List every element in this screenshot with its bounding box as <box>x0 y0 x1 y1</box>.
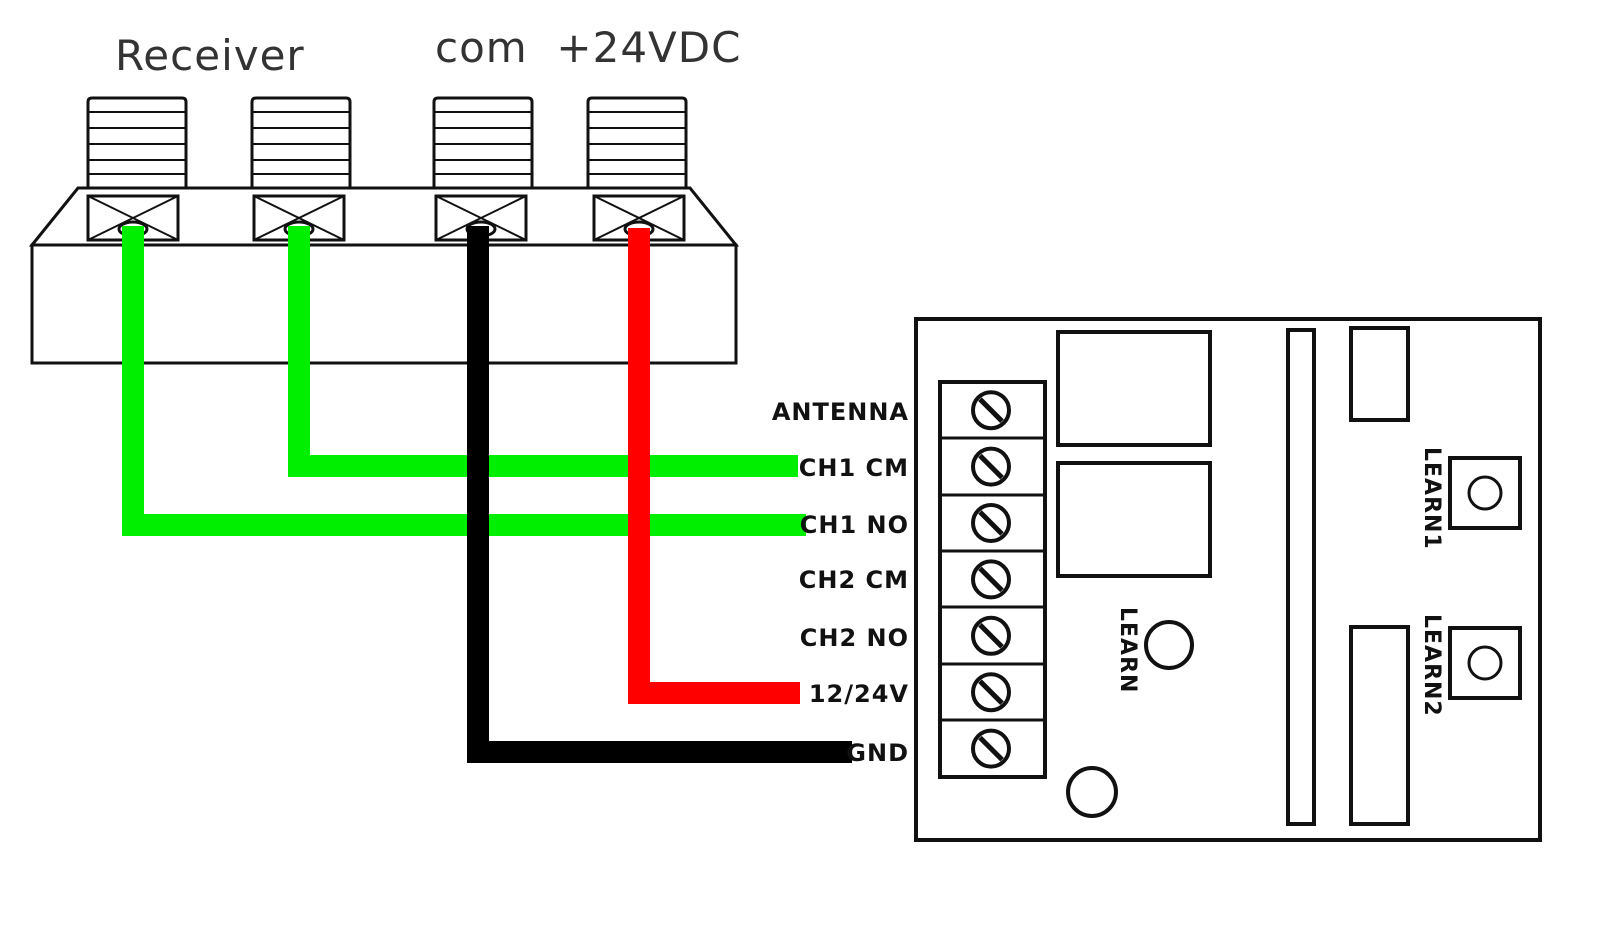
relay-board: LEARN LEARN1 LEARN2 <box>914 317 1542 842</box>
terminal-label-antenna: ANTENNA <box>772 398 909 426</box>
indicator-led <box>1066 766 1118 818</box>
board-screw-slot <box>978 623 1004 649</box>
relay-2 <box>1056 461 1212 578</box>
terminal-labels: ANTENNA CH1 CM CH1 NO CH2 CM CH2 NO 12/2… <box>772 398 909 767</box>
receiver-label: Receiver <box>115 31 305 80</box>
board-screw-slot <box>978 453 1004 480</box>
board-tall-component <box>1349 625 1410 826</box>
learn-label: LEARN <box>1115 607 1140 693</box>
terminal-label-ch1-no: CH1 NO <box>800 511 909 539</box>
com-power-label: com +24VDC <box>435 23 741 72</box>
terminal-label-12-24v: 12/24V <box>809 680 909 708</box>
wire-red-12-24v <box>628 228 800 704</box>
learn2-button[interactable] <box>1467 645 1503 681</box>
board-small-component <box>1349 326 1410 422</box>
terminal-label-ch2-cm: CH2 CM <box>799 566 909 594</box>
receiver-clamp-2 <box>250 96 352 242</box>
block-front-face <box>30 243 738 365</box>
board-screw-slot <box>978 735 1004 762</box>
receiver-clamp-com <box>432 96 534 242</box>
board-strip-component <box>1286 328 1316 826</box>
learn1-button[interactable] <box>1467 475 1503 511</box>
wire-black-gnd <box>467 226 852 763</box>
terminal-label-ch2-no: CH2 NO <box>800 624 909 652</box>
learn2-label: LEARN2 <box>1419 614 1444 717</box>
wires <box>122 226 852 763</box>
board-screw-slot <box>978 510 1004 536</box>
board-screw-slot <box>978 679 1004 705</box>
board-screw-slot <box>978 397 1004 423</box>
wire-green-ch1-no <box>122 226 806 536</box>
relay-1 <box>1056 330 1212 447</box>
terminal-label-gnd: GND <box>846 739 909 767</box>
receiver-clamp-24vdc <box>586 96 688 242</box>
learn1-label: LEARN1 <box>1419 447 1444 550</box>
learn-button[interactable] <box>1144 620 1194 670</box>
receiver-terminal-block: Receiver com +24VDC <box>28 23 741 365</box>
board-screw-slot <box>978 566 1004 593</box>
receiver-clamp-1 <box>86 96 188 242</box>
board-screws <box>971 390 1011 769</box>
terminal-label-ch1-cm: CH1 CM <box>799 454 909 482</box>
